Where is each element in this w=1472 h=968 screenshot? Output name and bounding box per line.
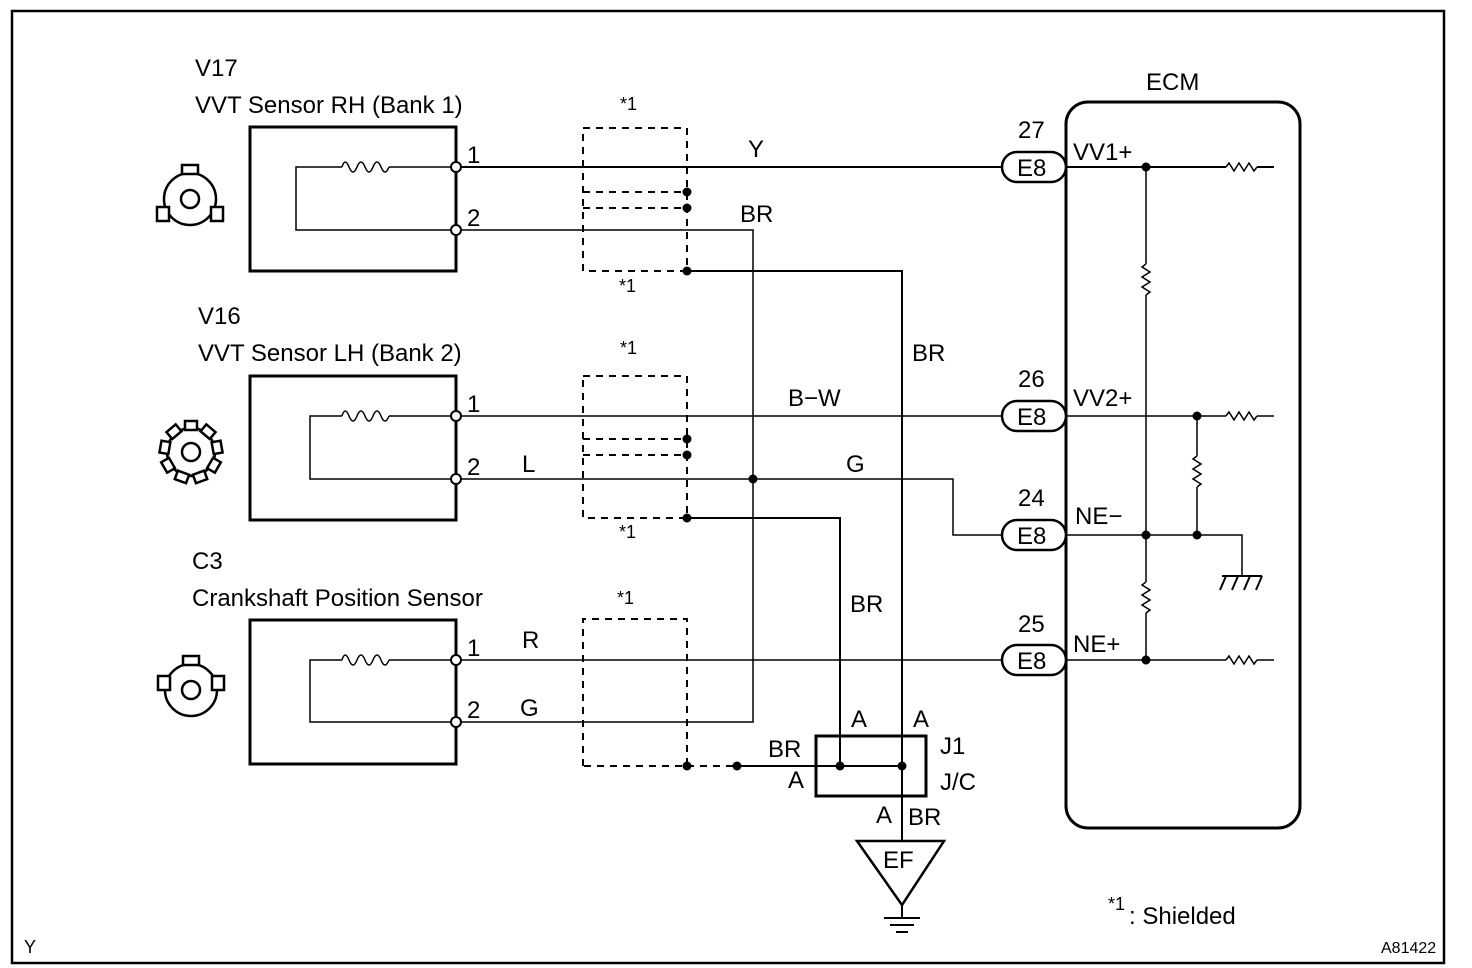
coil-icon xyxy=(341,161,390,173)
sensor-v17-pin2: 2 xyxy=(467,205,480,232)
sensor-v16-code: V16 xyxy=(198,303,241,330)
connector-label: E8 xyxy=(1017,155,1046,182)
sensor-c3: C3 Crankshaft Position Sensor 1 2 xyxy=(156,548,483,766)
gear-wheel-icon xyxy=(157,419,225,485)
junction-pin-a: A xyxy=(851,706,867,733)
sensor-c3-pin2: 2 xyxy=(467,697,480,724)
reluctor-wheel-icon xyxy=(156,654,226,718)
wire-color-y: Y xyxy=(748,136,764,163)
ecm-connector-26: E8 26 VV2+ xyxy=(1000,366,1132,433)
sensor-v16-name: VVT Sensor LH (Bank 2) xyxy=(198,340,462,367)
shield-3: *1 xyxy=(582,588,742,771)
wire-color-bw: B−W xyxy=(788,385,841,412)
coil-icon xyxy=(341,410,390,422)
corner-label: Y xyxy=(24,937,36,957)
junction-pin-a: A xyxy=(876,802,892,829)
ecm-pin-name: NE− xyxy=(1075,503,1122,530)
junction-type: J/C xyxy=(940,769,976,796)
sensor-v17-name: VVT Sensor RH (Bank 1) xyxy=(195,92,463,119)
sensor-c3-pin1: 1 xyxy=(467,635,480,662)
sensor-v16-pin1: 1 xyxy=(467,391,480,418)
wire-color-br: BR xyxy=(740,201,773,228)
chassis-ground-icon xyxy=(1219,575,1263,591)
coil-icon xyxy=(341,654,390,666)
junction-id: J1 xyxy=(940,733,965,760)
sensor-v16: V16 VVT Sensor LH (Bank 2) 1 2 xyxy=(157,303,480,522)
sensor-c3-code: C3 xyxy=(192,548,223,575)
junction-pin-a: A xyxy=(913,706,929,733)
ecm-body xyxy=(1064,100,1302,830)
sensor-v16-body xyxy=(248,374,458,522)
reluctor-wheel-icon xyxy=(155,163,225,227)
ground-label: EF xyxy=(883,847,914,874)
ecm-pin-name: VV1+ xyxy=(1073,139,1132,166)
connector-label: E8 xyxy=(1017,404,1046,431)
junction-pin-a: A xyxy=(788,767,804,794)
shield-1: *1 *1 xyxy=(582,94,692,296)
sensor-v17: V17 VVT Sensor RH (Bank 1) 1 2 xyxy=(155,55,480,273)
wire-color-br: BR xyxy=(850,591,883,618)
shield-2: *1 *1 xyxy=(582,338,692,542)
ecm-pin-number: 26 xyxy=(1018,366,1045,393)
wire-color-l: L xyxy=(522,451,535,478)
ground-ef: EF xyxy=(854,839,947,933)
ecm: ECM E8 27 VV1+ E8 26 VV2+ E8 24 NE− E8 2… xyxy=(1000,69,1302,830)
ecm-pin-number: 25 xyxy=(1018,611,1045,638)
wire-color-g: G xyxy=(846,451,865,478)
resistor-icon xyxy=(1225,410,1258,422)
legend-text: : Shielded xyxy=(1129,903,1236,930)
connector-label: E8 xyxy=(1017,523,1046,550)
resistor-icon xyxy=(1225,161,1258,173)
diagram-frame xyxy=(10,9,1446,965)
sensor-c3-name: Crankshaft Position Sensor xyxy=(192,585,483,612)
shield-mark: *1 xyxy=(620,94,637,114)
wire-color-r: R xyxy=(522,627,539,654)
ecm-title: ECM xyxy=(1146,69,1199,96)
ecm-pin-name: VV2+ xyxy=(1073,385,1132,412)
sensor-v17-pin1: 1 xyxy=(467,142,480,169)
shield-mark: *1 xyxy=(619,276,636,296)
legend-mark: *1 xyxy=(1108,894,1125,914)
ecm-connector-25: E8 25 NE+ xyxy=(1000,611,1120,677)
ecm-connector-24: E8 24 NE− xyxy=(1000,485,1122,552)
resistor-icon xyxy=(1191,455,1203,488)
wire-color-br: BR xyxy=(912,340,945,367)
shield-mark: *1 xyxy=(620,338,637,358)
shield-mark: *1 xyxy=(619,522,636,542)
diagram-id: A81422 xyxy=(1381,940,1436,957)
ground-icon xyxy=(884,905,920,933)
wire-color-br: BR xyxy=(908,804,941,831)
wire-color-g: G xyxy=(520,695,539,722)
junction-j1: A A A A J1 J/C xyxy=(788,706,976,829)
wire-color-br: BR xyxy=(768,736,801,763)
shield-mark: *1 xyxy=(617,588,634,608)
sensor-v16-pin2: 2 xyxy=(467,454,480,481)
ecm-pin-number: 24 xyxy=(1018,485,1045,512)
ecm-pin-number: 27 xyxy=(1018,117,1045,144)
wires xyxy=(461,166,1002,840)
ecm-pin-name: NE+ xyxy=(1073,631,1120,658)
resistor-icon xyxy=(1225,654,1258,666)
sensor-v17-body xyxy=(248,125,458,273)
legend: *1 : Shielded xyxy=(1108,894,1236,930)
sensor-c3-body xyxy=(248,618,458,766)
sensor-v17-code: V17 xyxy=(195,55,238,82)
resistor-icon xyxy=(1140,581,1152,614)
wire-color-labels: Y BR BR B−W L G BR R G BR BR xyxy=(520,136,945,831)
resistor-icon xyxy=(1140,263,1152,296)
connector-label: E8 xyxy=(1017,648,1046,675)
